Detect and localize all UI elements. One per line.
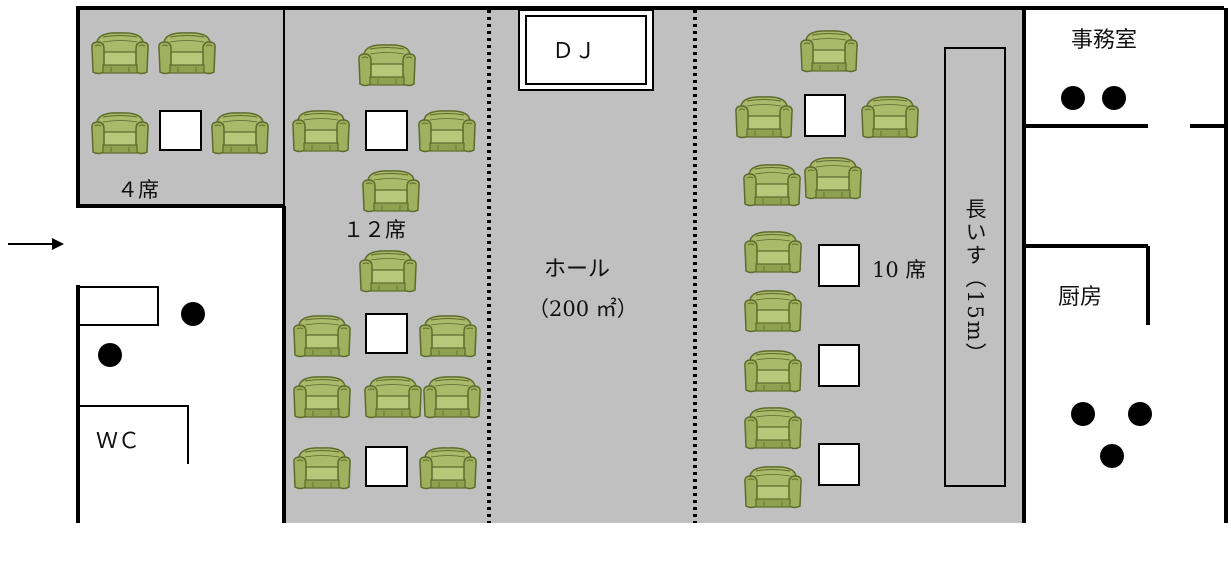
square-table-icon bbox=[365, 313, 408, 354]
armchair-icon bbox=[364, 376, 422, 419]
armchair-icon bbox=[418, 110, 476, 153]
armchair-icon bbox=[744, 350, 802, 393]
armchair-icon bbox=[293, 315, 351, 358]
square-table-icon bbox=[159, 110, 202, 151]
seats-12-label: １２席 bbox=[343, 218, 406, 242]
square-table-icon bbox=[365, 110, 408, 151]
square-table-icon bbox=[804, 94, 846, 137]
kitchen-label: 厨房 bbox=[1058, 285, 1102, 310]
wc-label: ＷＣ bbox=[96, 429, 140, 454]
bench-label: 長いす（15m） bbox=[963, 198, 987, 366]
armchair-icon bbox=[744, 290, 802, 333]
black-dot-icon bbox=[181, 302, 205, 326]
armchair-icon bbox=[293, 447, 351, 490]
armchair-icon bbox=[359, 250, 417, 293]
seats-4-label: ４席 bbox=[117, 178, 159, 202]
square-table-icon bbox=[365, 446, 408, 487]
square-table-icon bbox=[818, 443, 860, 486]
armchair-icon bbox=[91, 112, 149, 155]
square-table-icon bbox=[818, 244, 860, 287]
black-dot-icon bbox=[1071, 402, 1095, 426]
armchair-icon bbox=[211, 112, 269, 155]
hall-label: ホール bbox=[544, 257, 610, 282]
armchair-icon bbox=[735, 96, 793, 139]
hall-area-label: （200 ㎡） bbox=[528, 297, 638, 321]
text-labels: 事務室 ４席 １２席 ホール （200 ㎡） 10 席 厨房 ＷＣ bbox=[96, 28, 1137, 454]
armchair-icon bbox=[362, 170, 420, 213]
armchair-icon bbox=[358, 44, 416, 87]
black-dot-icon bbox=[1102, 86, 1126, 110]
square-table-icon bbox=[818, 344, 860, 387]
armchair-icon bbox=[800, 30, 858, 73]
armchair-icon bbox=[419, 315, 477, 358]
black-dot-icon bbox=[98, 343, 122, 367]
bench: 長いす（15m） bbox=[944, 47, 1006, 487]
armchair-icon bbox=[744, 231, 802, 274]
dj-label: ＤＪ bbox=[552, 39, 596, 64]
armchair-icon bbox=[423, 376, 481, 419]
black-dot-icon bbox=[1061, 86, 1085, 110]
armchair-icon bbox=[91, 32, 149, 75]
tables bbox=[159, 94, 860, 487]
thin-walls bbox=[78, 8, 285, 464]
armchair-icon bbox=[158, 32, 216, 75]
dj-booth: ＤＪ bbox=[518, 9, 654, 91]
people bbox=[98, 86, 1152, 468]
armchair-icon bbox=[744, 407, 802, 450]
armchair-icon bbox=[419, 447, 477, 490]
black-dot-icon bbox=[1128, 402, 1152, 426]
armchair-icon bbox=[743, 164, 801, 207]
seats-10-label: 10 席 bbox=[872, 258, 926, 282]
armchair-icon bbox=[744, 466, 802, 509]
armchair-icon bbox=[293, 376, 351, 419]
right-arrow-icon bbox=[8, 238, 64, 250]
dotted-dividers bbox=[487, 10, 697, 523]
office-label: 事務室 bbox=[1071, 28, 1137, 53]
armchair-icon bbox=[804, 157, 862, 200]
armchair-icon bbox=[861, 96, 919, 139]
black-dot-icon bbox=[1100, 444, 1124, 468]
armchair-icon bbox=[292, 110, 350, 153]
